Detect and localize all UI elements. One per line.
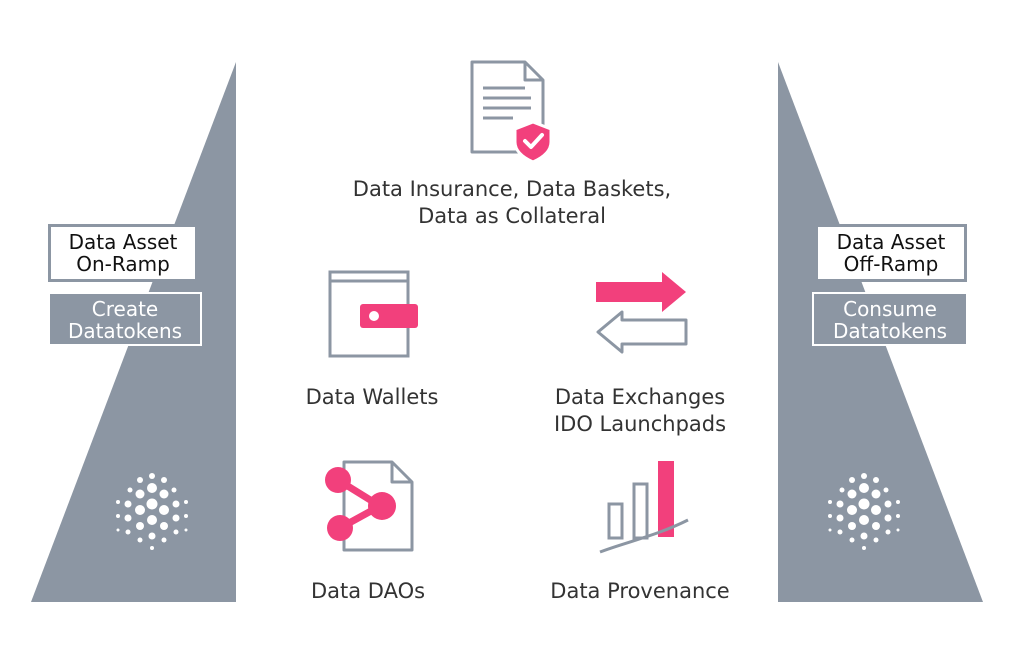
right-ramp-sub-line-1: Consume: [843, 297, 937, 321]
right-ramp-sub-box: Consume Datatokens: [812, 292, 968, 346]
left-ramp-title-line-1: Data Asset: [68, 230, 178, 254]
right-ramp-title-line-2: Off-Ramp: [843, 252, 939, 276]
right-ocean-dots-logo: [828, 473, 900, 550]
exchange-arrows-icon: [596, 272, 688, 354]
wallets-label: Data Wallets: [272, 384, 472, 411]
right-ramp-title-box: Data Asset Off-Ramp: [815, 224, 967, 282]
daos-label-line-1: Data DAOs: [310, 579, 426, 603]
daos-label: Data DAOs: [268, 578, 468, 605]
bar-growth-icon: [599, 461, 689, 554]
wallet-icon: [328, 270, 418, 358]
provenance-label: Data Provenance: [520, 578, 760, 605]
document-shield-icon: [470, 60, 553, 164]
insurance-label: Data Insurance, Data Baskets, Data as Co…: [312, 176, 712, 230]
left-ocean-dots-logo: [116, 473, 188, 550]
left-ramp-sub-box: Create Datatokens: [48, 292, 202, 346]
wallets-label-line-1: Data Wallets: [305, 385, 439, 409]
insurance-label-line-1: Data Insurance, Data Baskets,: [352, 177, 672, 201]
right-ramp-sub-line-2: Datatokens: [832, 319, 948, 343]
share-document-icon: [325, 460, 414, 552]
exchanges-label-line-1: Data Exchanges: [554, 385, 726, 409]
left-ramp-title-line-2: On-Ramp: [76, 252, 170, 276]
insurance-label-line-2: Data as Collateral: [418, 204, 606, 228]
left-ramp-sub-line-1: Create: [91, 297, 159, 321]
left-ramp-title-box: Data Asset On-Ramp: [48, 224, 198, 282]
left-ramp-sub-line-2: Datatokens: [67, 319, 183, 343]
exchanges-label-line-2: IDO Launchpads: [553, 412, 727, 436]
exchanges-label: Data Exchanges IDO Launchpads: [530, 384, 750, 438]
right-ramp-title-line-1: Data Asset: [836, 230, 946, 254]
provenance-label-line-1: Data Provenance: [550, 579, 730, 603]
